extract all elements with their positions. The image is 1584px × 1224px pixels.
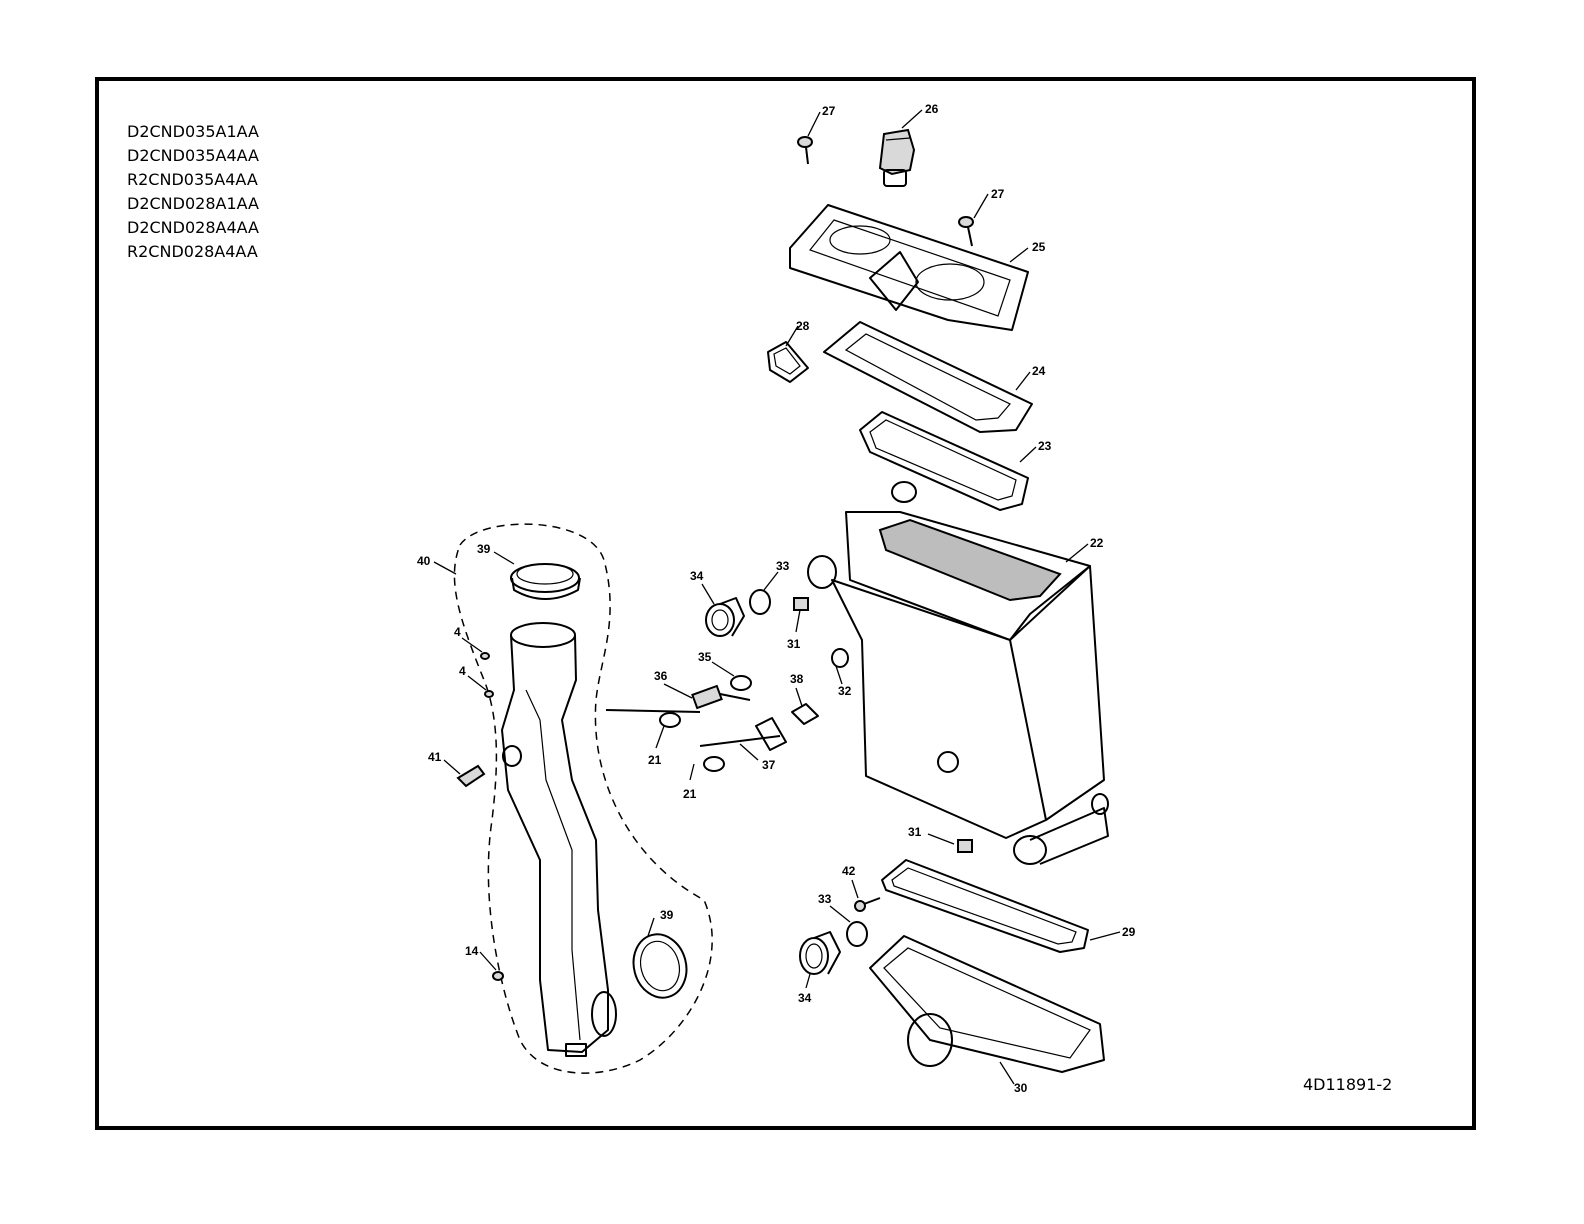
callout-4: 4 [454,625,461,639]
model-number: D2CND035A1AA [127,122,259,141]
callout-29: 29 [1122,925,1136,939]
callout-14: 14 [465,944,479,958]
gasket-plate-24 [823,321,1033,433]
gasket-38 [791,703,819,725]
drain-pan-30 [869,935,1105,1073]
callout-30: 30 [1014,1081,1028,1095]
callout-36: 36 [654,669,668,683]
callout-33: 33 [776,559,790,573]
callout-34: 34 [798,991,812,1005]
callout-21: 21 [683,787,697,801]
callout-35: 35 [698,650,712,664]
air-duct [501,622,617,1057]
callout-24: 24 [1032,364,1046,378]
fitting-32 [831,648,849,668]
callout-33: 33 [818,892,832,906]
callout-28: 28 [796,319,810,333]
model-number: R2CND035A4AA [127,170,258,189]
cap-26 [878,128,916,187]
connector-31-lower [957,839,973,853]
seal-ring-23 [859,411,1029,511]
drawing-border [95,77,1476,1130]
callout-31: 31 [787,637,801,651]
callout-4: 4 [459,664,466,678]
model-number: D2CND028A4AA [127,218,259,237]
top-cover-25 [789,204,1029,331]
screw-42 [854,897,881,912]
callout-39: 39 [660,908,674,922]
model-number-list: D2CND035A1AA D2CND035A4AA R2CND035A4AA D… [127,120,259,264]
clip-21-lower [703,756,725,772]
washer-35 [730,675,752,691]
screw-4-lower [484,690,494,698]
fitting-34-lower [799,931,841,975]
callout-23: 23 [1038,439,1052,453]
heat-exchanger-22 [807,481,1109,865]
screw-27-mid [958,216,974,247]
o-ring-33-upper [749,589,771,615]
screw-14 [492,971,504,981]
sensor-41 [456,764,486,788]
callout-41: 41 [428,750,442,764]
callout-25: 25 [1032,240,1046,254]
callout-42: 42 [842,864,856,878]
callout-22: 22 [1090,536,1104,550]
callout-40: 40 [417,554,431,568]
model-number: D2CND035A4AA [127,146,259,165]
callout-34: 34 [690,569,704,583]
fitting-34-upper [705,597,745,637]
callout-32: 32 [838,684,852,698]
electrode-36 [605,684,751,713]
screw-27-top [797,136,813,165]
o-ring-33-lower [846,921,868,947]
callout-31: 31 [908,825,922,839]
callout-27: 27 [991,187,1005,201]
clip-21-upper [659,712,681,728]
drawing-number: 4D11891-2 [1303,1075,1393,1094]
callout-26: 26 [925,102,939,116]
gasket-frame-29 [881,859,1089,953]
callout-21: 21 [648,753,662,767]
callout-39: 39 [477,542,491,556]
callout-38: 38 [790,672,804,686]
assembly-outline-40 [453,523,713,1074]
connector-31-upper [793,597,809,611]
screw-4-upper [480,652,490,660]
rod-37 [699,717,787,751]
callout-37: 37 [762,758,776,772]
clamp-39-top [510,563,581,600]
clamp-39-lower [632,933,688,999]
callout-27: 27 [822,104,836,118]
model-number: R2CND028A4AA [127,242,258,261]
leader-lines [433,109,1121,1085]
model-number: D2CND028A1AA [127,194,259,213]
callout-labels: 27 26 27 25 28 24 23 22 40 39 4 4 41 14 … [417,102,1136,1095]
gasket-28 [767,341,809,383]
